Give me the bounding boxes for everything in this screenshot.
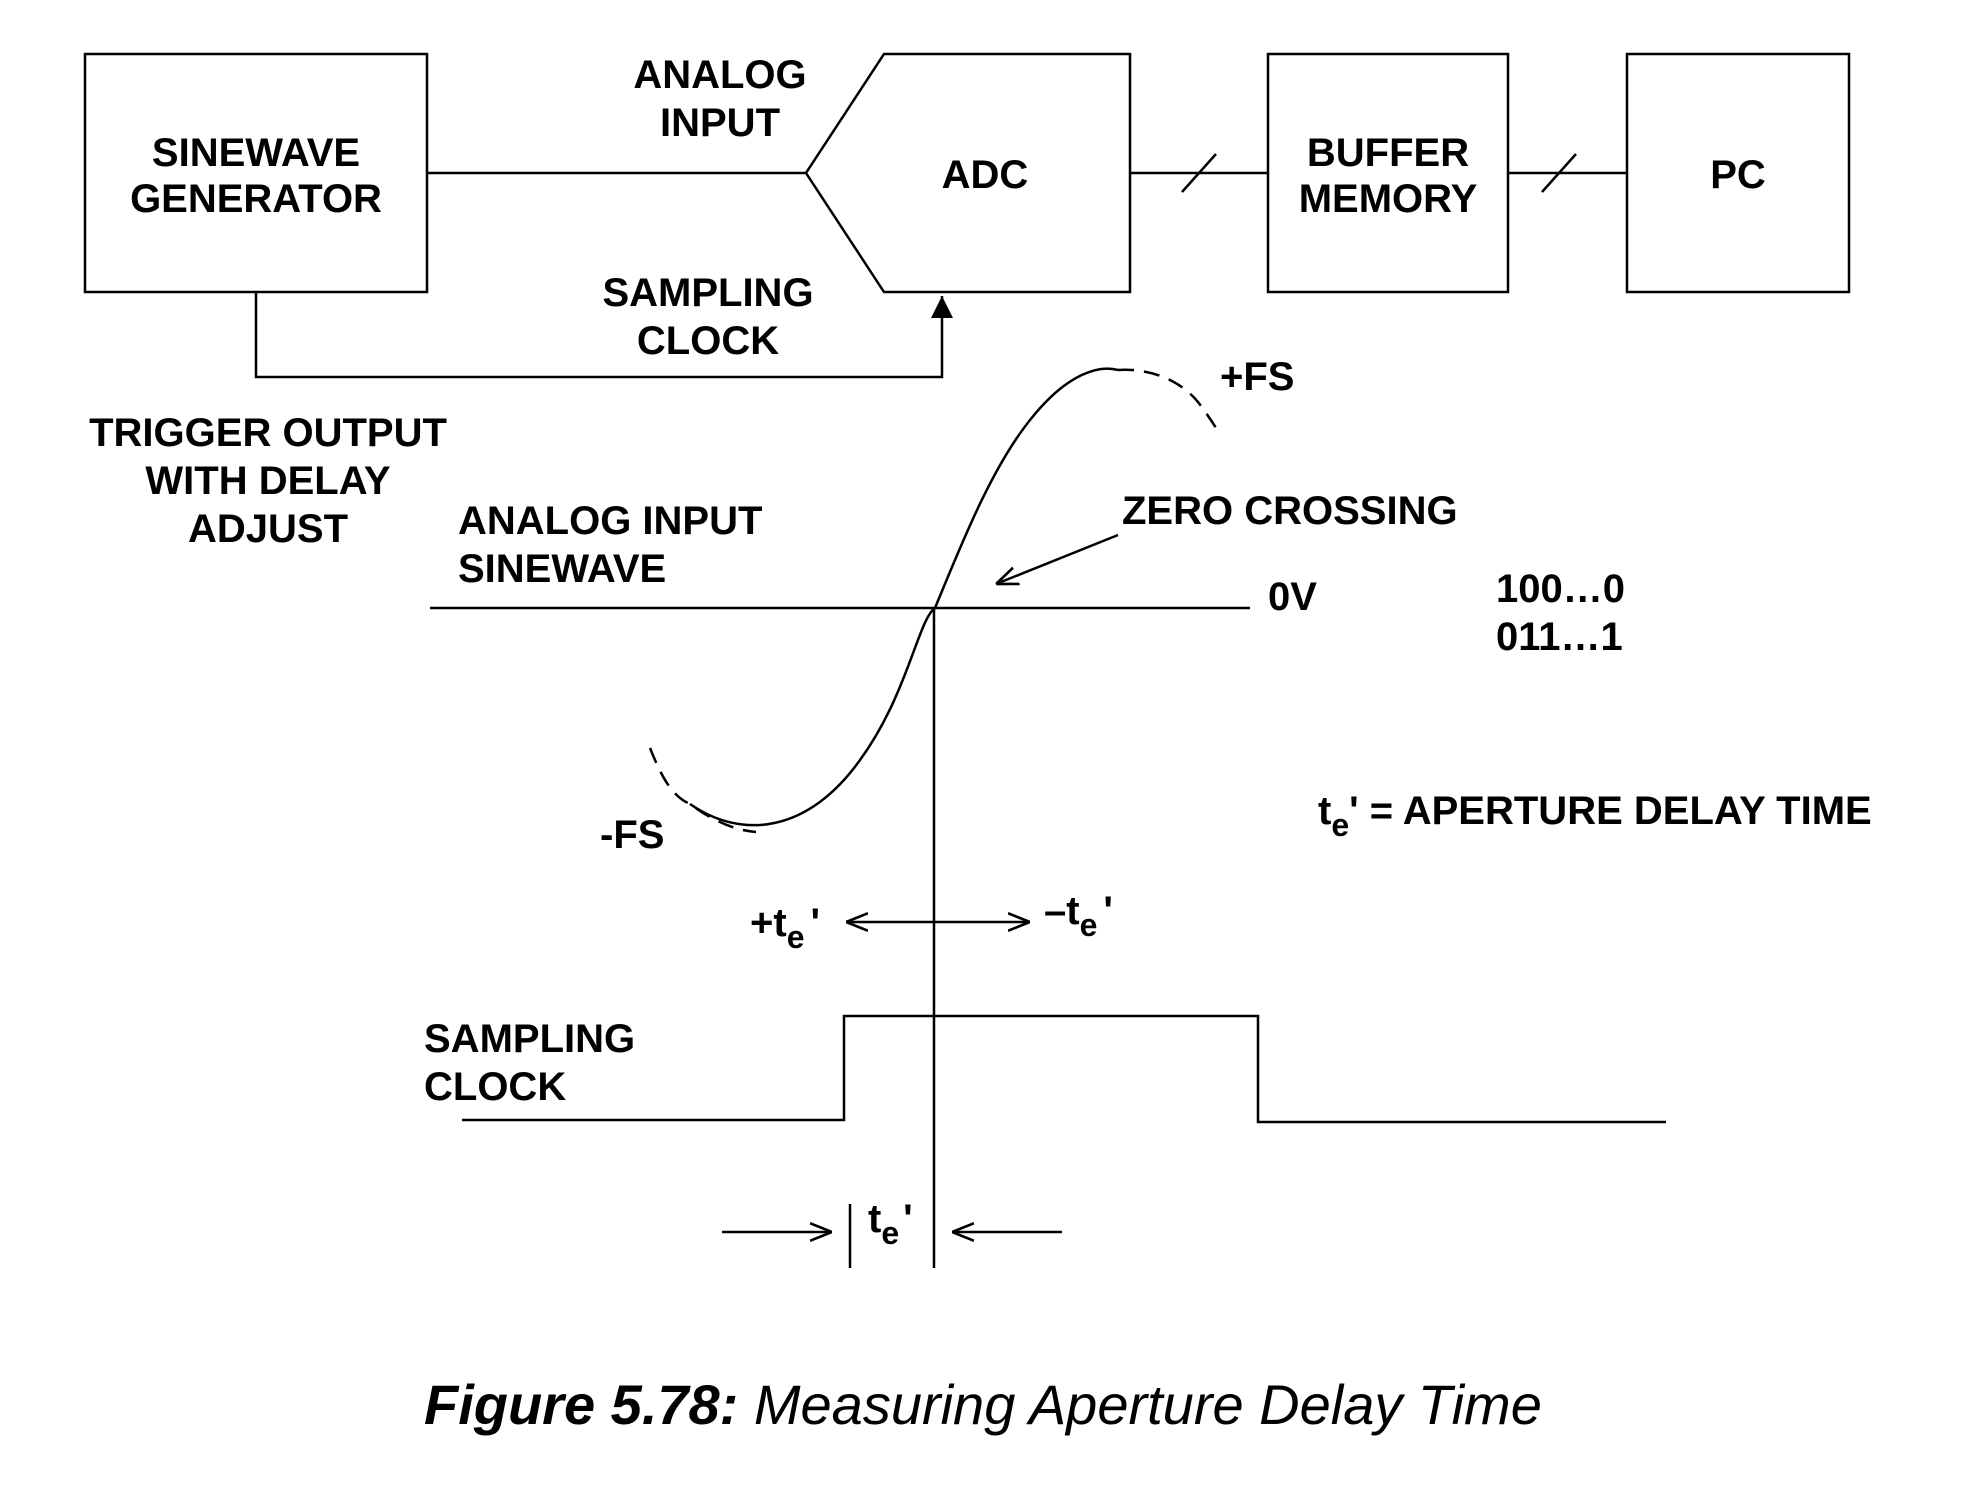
analog-input-label-line2: INPUT	[660, 101, 780, 145]
zero-crossing-label: ZERO CROSSING	[1122, 489, 1458, 533]
zero-volt-label: 0V	[1268, 575, 1317, 619]
generator-label-line2: GENERATOR	[130, 177, 382, 221]
pc-label: PC	[1710, 153, 1766, 197]
sinewave-dashed-high	[1117, 368, 1222, 435]
zero-crossing-pointer	[996, 533, 1119, 584]
te-measure-label: te'	[868, 1197, 913, 1251]
input-sinewave-label-line1: ANALOG INPUT	[458, 499, 762, 543]
plus-te-label: +te'	[750, 901, 820, 955]
sampling-clock-label-line2: CLOCK	[637, 319, 779, 363]
bus-slash-2	[1541, 153, 1577, 193]
sampling-clock-label-line1: SAMPLING	[602, 271, 813, 315]
trigger-label-line3: ADJUST	[188, 507, 348, 551]
bus-slash-1	[1181, 153, 1217, 193]
minus-fs-label: -FS	[600, 813, 664, 857]
trigger-clock-line	[254, 292, 953, 379]
trigger-label-line1: TRIGGER OUTPUT	[89, 411, 447, 455]
sampling-clock-wave-label-line1: SAMPLING	[424, 1017, 635, 1061]
generator-label-line1: SINEWAVE	[152, 131, 360, 175]
trigger-label-line2: WITH DELAY	[145, 459, 391, 503]
output-code-high: 100…0	[1496, 567, 1625, 611]
plus-fs-label: +FS	[1220, 355, 1294, 399]
buffer-label-line1: BUFFER	[1307, 131, 1469, 175]
aperture-delay-definition: te' = APERTURE DELAY TIME	[1318, 789, 1872, 843]
figure-caption: Figure 5.78: Measuring Aperture Delay Ti…	[424, 1373, 1542, 1436]
pc-block	[1625, 52, 1851, 294]
minus-te-label: –te'	[1044, 889, 1113, 943]
sampling-clock-pulse	[462, 1014, 1666, 1124]
output-code-low: 011…1	[1496, 615, 1623, 659]
sinewave-curve	[689, 367, 1119, 827]
sinewave-generator-block	[83, 52, 429, 294]
input-sinewave-label-line2: SINEWAVE	[458, 547, 666, 591]
buffer-label-line2: MEMORY	[1299, 177, 1478, 221]
adc-block	[804, 52, 1132, 294]
sampling-clock-wave-label-line2: CLOCK	[424, 1065, 566, 1109]
analog-input-label-line1: ANALOG	[633, 53, 806, 97]
adc-label: ADC	[942, 153, 1029, 197]
sinewave-dashed-low	[648, 747, 757, 834]
